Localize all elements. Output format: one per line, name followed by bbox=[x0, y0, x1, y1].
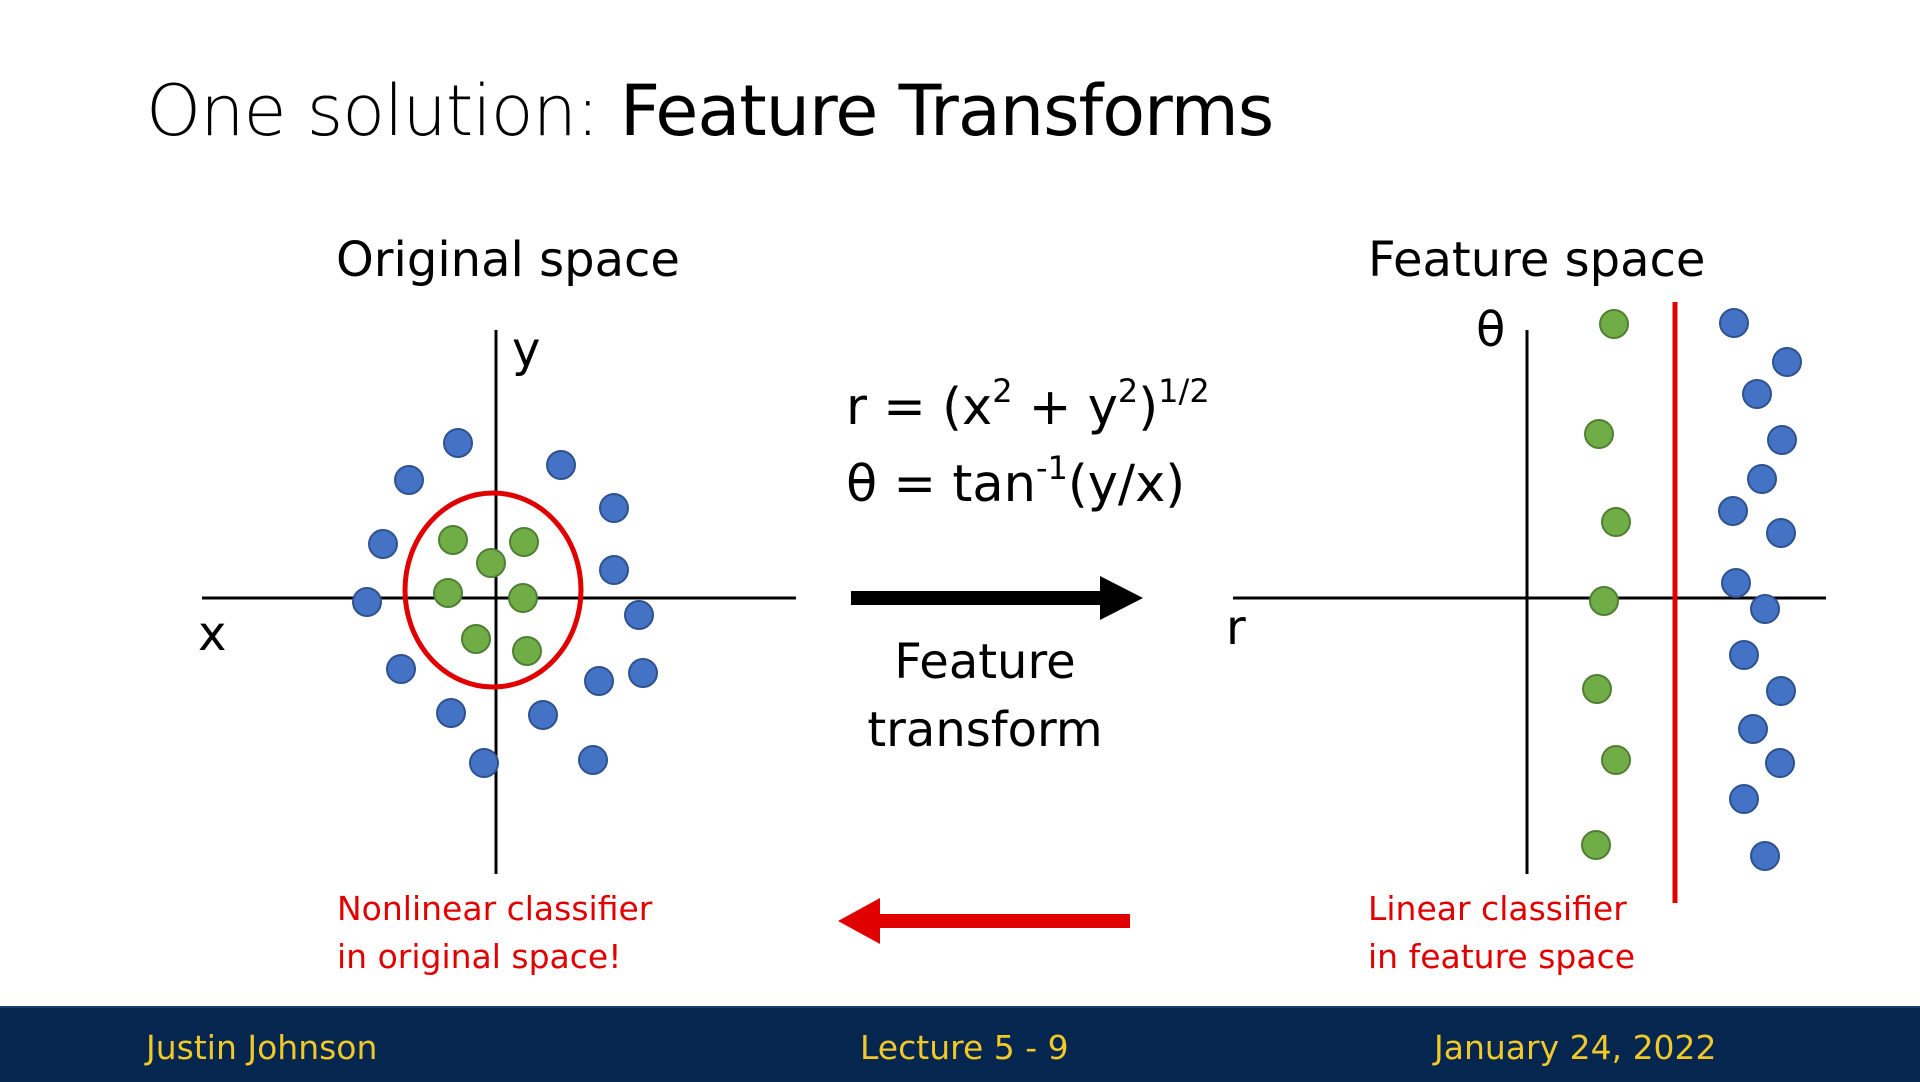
blue-point bbox=[1718, 496, 1748, 526]
footer-author: Justin Johnson bbox=[146, 1028, 378, 1067]
slide-title: One solution: Feature Transforms bbox=[146, 66, 1274, 156]
blue-point bbox=[584, 666, 614, 696]
blue-point bbox=[436, 698, 466, 728]
feature-space-heading: Feature space bbox=[1368, 232, 1706, 288]
nonlinear-classifier-note: Nonlinear classifier in original space! bbox=[337, 889, 653, 976]
green-point bbox=[438, 525, 468, 555]
green-point bbox=[509, 527, 539, 557]
nonlinear-boundary bbox=[402, 490, 584, 690]
blue-point bbox=[599, 493, 629, 523]
green-point bbox=[1601, 745, 1631, 775]
blue-point bbox=[528, 700, 558, 730]
blue-point bbox=[1729, 640, 1759, 670]
blue-point bbox=[1766, 518, 1796, 548]
title-emphasis: Feature Transforms bbox=[619, 70, 1274, 152]
green-point bbox=[1582, 674, 1612, 704]
blue-point bbox=[1767, 425, 1797, 455]
blue-point bbox=[546, 450, 576, 480]
blue-point bbox=[394, 465, 424, 495]
blue-point bbox=[1738, 714, 1768, 744]
linear-classifier-note: Linear classifier in feature space bbox=[1368, 889, 1636, 976]
footer-bar: Justin Johnson Lecture 5 - 9 January 24,… bbox=[0, 1006, 1920, 1082]
title-prefix: One solution: bbox=[146, 70, 620, 152]
back-arrow bbox=[838, 898, 1130, 944]
blue-point bbox=[578, 745, 608, 775]
blue-point bbox=[1766, 676, 1796, 706]
blue-point bbox=[1719, 308, 1749, 338]
green-point bbox=[1581, 830, 1611, 860]
axis-r-label: r bbox=[1226, 600, 1246, 656]
blue-point bbox=[1747, 464, 1777, 494]
blue-point bbox=[599, 555, 629, 585]
formula-theta: θ = tan-1(y/x) bbox=[846, 449, 1186, 514]
feature-points bbox=[1581, 308, 1802, 871]
blue-point bbox=[1750, 841, 1780, 871]
blue-point bbox=[1742, 379, 1772, 409]
original-points bbox=[352, 428, 658, 778]
green-point bbox=[1584, 419, 1614, 449]
green-point bbox=[1599, 309, 1629, 339]
axis-y-label: y bbox=[512, 322, 541, 378]
green-point bbox=[433, 578, 463, 608]
formula-r: r = (x2 + y2)1/2 bbox=[846, 372, 1210, 437]
blue-point bbox=[352, 587, 382, 617]
axis-theta-label: θ bbox=[1476, 302, 1506, 358]
blue-point bbox=[1750, 594, 1780, 624]
green-point bbox=[1589, 586, 1619, 616]
blue-point bbox=[1772, 347, 1802, 377]
footer-date: January 24, 2022 bbox=[1434, 1028, 1717, 1067]
feature-transform-label: Feature transform bbox=[867, 634, 1103, 758]
footer-lecture: Lecture 5 - 9 bbox=[860, 1028, 1069, 1067]
green-point bbox=[512, 636, 542, 666]
blue-point bbox=[628, 658, 658, 688]
blue-point bbox=[469, 748, 499, 778]
green-point bbox=[508, 583, 538, 613]
blue-point bbox=[443, 428, 473, 458]
axis-x-label: x bbox=[198, 606, 227, 662]
blue-point bbox=[1765, 748, 1795, 778]
feature-transform-arrow bbox=[851, 576, 1143, 620]
green-point bbox=[476, 548, 506, 578]
blue-point bbox=[368, 529, 398, 559]
blue-point bbox=[1721, 568, 1751, 598]
blue-point bbox=[1729, 784, 1759, 814]
blue-point bbox=[624, 600, 654, 630]
blue-point bbox=[386, 654, 416, 684]
original-space-heading: Original space bbox=[336, 232, 680, 288]
green-point bbox=[1601, 507, 1631, 537]
green-point bbox=[461, 624, 491, 654]
